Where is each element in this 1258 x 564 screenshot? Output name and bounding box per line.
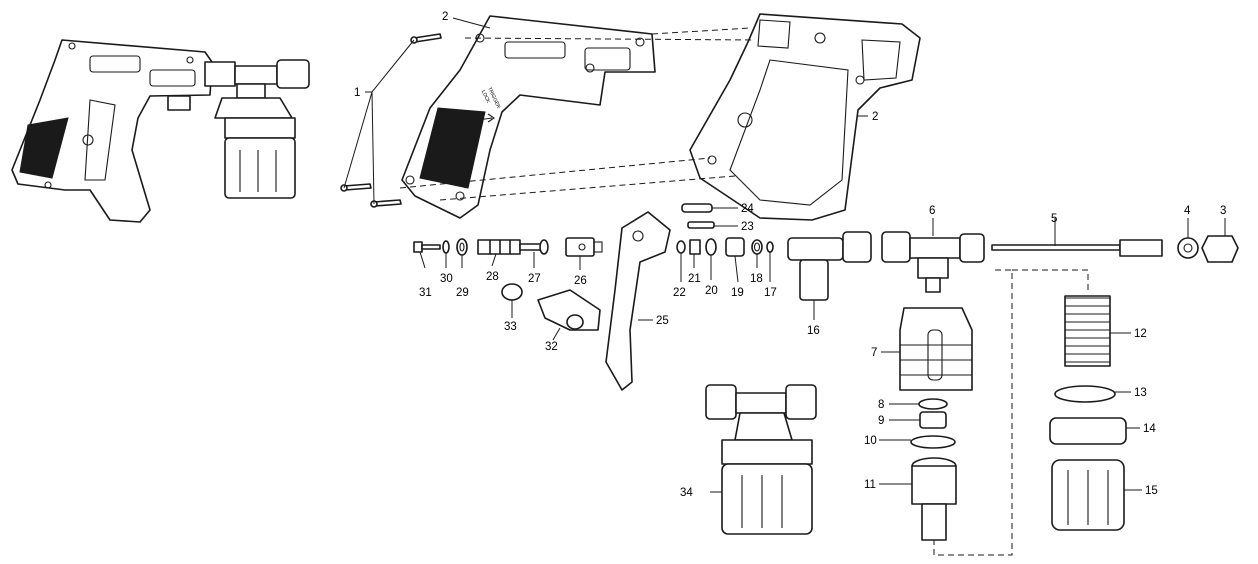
callout-23: 23 <box>741 221 754 233</box>
callout-27: 27 <box>528 273 541 285</box>
callout-10: 10 <box>864 435 877 447</box>
rod-5 <box>991 239 1163 257</box>
leader-lines <box>343 17 1226 493</box>
callout-24: 24 <box>741 203 754 215</box>
assembled-spray-gun <box>11 39 310 223</box>
callout-14: 14 <box>1143 423 1156 435</box>
retainer-parts <box>1049 385 1127 531</box>
callout-19: 19 <box>731 287 744 299</box>
callout-6: 6 <box>929 205 935 217</box>
callout-5: 5 <box>1051 213 1057 225</box>
callout-31: 31 <box>419 287 432 299</box>
callout-13: 13 <box>1134 387 1147 399</box>
callout-17: 17 <box>764 287 777 299</box>
callout-3: 3 <box>1220 205 1226 217</box>
callout-15: 15 <box>1145 485 1158 497</box>
handle-half-left: TRIGGER LOCK <box>401 15 656 219</box>
callout-22: 22 <box>673 287 686 299</box>
tee-fitting-6 <box>881 231 985 293</box>
callout-8: 8 <box>878 399 884 411</box>
trigger <box>605 211 671 391</box>
callout-labels: 1 2 2 3 4 5 6 7 8 9 10 11 12 13 14 15 16… <box>354 11 1226 499</box>
tee-body-16 <box>787 231 872 301</box>
callout-20: 20 <box>705 285 718 297</box>
callout-33: 33 <box>504 321 517 333</box>
assembled-head-34 <box>705 384 817 535</box>
nut-parts <box>1177 235 1239 263</box>
small-parts-row <box>413 203 774 331</box>
filter-housing-7 <box>899 307 973 391</box>
assembly-dashed-lines <box>399 27 1089 556</box>
valve-stack <box>910 398 957 541</box>
callout-32: 32 <box>545 341 558 353</box>
callout-34: 34 <box>680 487 693 499</box>
callout-28: 28 <box>486 271 499 283</box>
callout-9: 9 <box>878 415 884 427</box>
callout-21: 21 <box>688 273 701 285</box>
handle-half-right <box>689 13 921 221</box>
callout-18: 18 <box>750 273 763 285</box>
callout-11: 11 <box>864 479 876 491</box>
spring-12 <box>1064 295 1111 367</box>
callout-2-right: 2 <box>872 111 878 123</box>
callout-16: 16 <box>807 325 820 337</box>
svg-text:LOCK: LOCK <box>480 89 491 104</box>
callout-7: 7 <box>871 347 877 359</box>
callout-12: 12 <box>1134 328 1147 340</box>
callout-29: 29 <box>456 287 469 299</box>
callout-2-top: 2 <box>442 11 448 23</box>
callout-4: 4 <box>1184 205 1191 217</box>
screws <box>340 33 442 208</box>
callout-25: 25 <box>656 315 669 327</box>
callout-26: 26 <box>574 275 587 287</box>
callout-30: 30 <box>440 273 453 285</box>
callout-1: 1 <box>354 87 360 99</box>
